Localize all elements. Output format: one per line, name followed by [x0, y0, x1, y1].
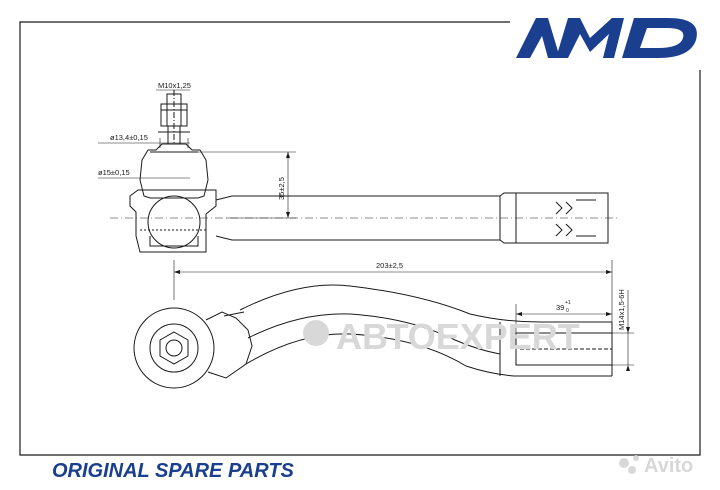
svg-text:39: 39	[556, 303, 564, 312]
dia-lower-label: ø15±0,15	[98, 168, 130, 177]
amd-logo	[516, 18, 697, 58]
autoexpert-watermark: АВТОЕXPERT	[303, 316, 580, 357]
drawing-frame	[19, 21, 701, 456]
svg-text:Avito: Avito	[644, 455, 693, 477]
side-view	[133, 260, 634, 389]
thread-top-label: M10x1,25	[158, 81, 191, 90]
thread-depth-label: 39 +1 0	[556, 300, 571, 314]
dimension-arrows	[174, 152, 630, 371]
height-label: 35±2,5	[277, 177, 286, 200]
svg-text:+1: +1	[565, 300, 571, 306]
svg-text:0: 0	[566, 308, 569, 314]
svg-text:АВТОЕXPERT: АВТОЕXPERT	[336, 316, 580, 357]
thread-end-label: M14x1,5-6H	[617, 289, 626, 330]
length-label: 203±2,5	[376, 261, 403, 270]
dia-upper-label: ø13,4±0,15	[110, 133, 148, 142]
avito-watermark: Avito	[619, 455, 693, 477]
top-view	[98, 89, 620, 253]
tagline: ORIGINAL SPARE PARTS	[52, 460, 295, 482]
